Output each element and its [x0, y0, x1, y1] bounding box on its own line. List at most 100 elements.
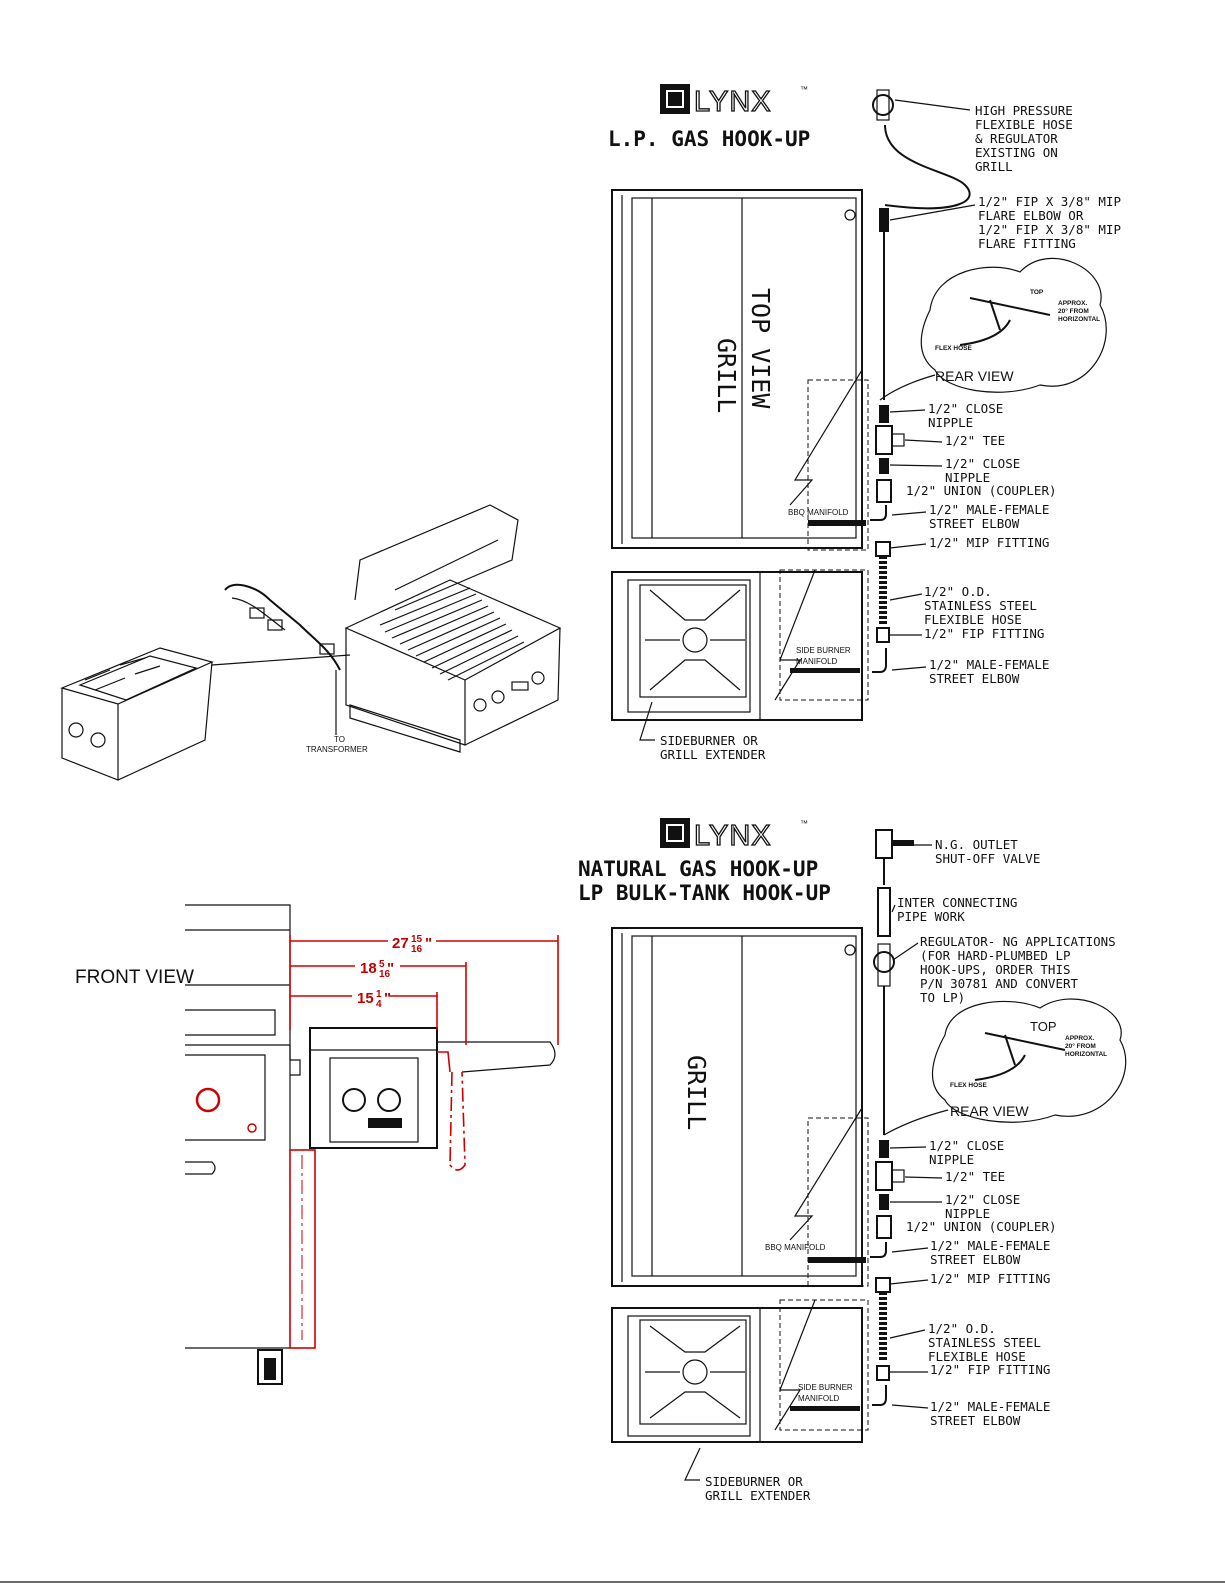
ng-callout-5-line-1: NIPPLE [945, 1206, 990, 1221]
svg-text:APPROX.: APPROX. [1058, 300, 1087, 307]
lp-leader-4 [889, 464, 943, 467]
lp-rear-view-inset: TOP APPROX. 20° FROM HORIZONTAL FLEX HOS… [879, 257, 1107, 401]
lp-sideburner-label-line1: SIDEBURNER OR [660, 733, 758, 748]
lp-callout-10-line-0: 1/2" MALE-FEMALE [929, 657, 1049, 672]
lp-pipe-train [870, 89, 971, 673]
ng-rear-view-inset: TOP APPROX. 20° FROM HORIZONTAL FLEX HOS… [883, 998, 1127, 1136]
ng-leader-11 [891, 1404, 929, 1409]
ng-leader-7 [891, 1247, 929, 1253]
lp-callout-6-line-1: STREET ELBOW [929, 516, 1020, 531]
lynx-logo-bottom: LYNX ™ [660, 818, 808, 853]
dim-0-numerator: 15 [411, 934, 423, 945]
lp-callout-8-line-0: 1/2" O.D. [924, 584, 992, 599]
ng-callout-7-line-1: STREET ELBOW [930, 1252, 1021, 1267]
svg-text:TOP: TOP [1030, 1019, 1057, 1034]
ng-grill-label: GRILL [682, 1055, 711, 1130]
svg-text:APPROX.: APPROX. [1065, 1035, 1094, 1042]
brand-logo-text-bottom: LYNX [694, 820, 772, 852]
lp-callout-10-line-1: STREET ELBOW [929, 671, 1020, 686]
dim-2-unit: " [384, 990, 391, 1007]
svg-text:GRILL EXTENDER: GRILL EXTENDER [705, 1488, 811, 1503]
svg-text:SIDEBURNER OR: SIDEBURNER OR [705, 1474, 803, 1489]
ng-title-line2: LP BULK-TANK HOOK-UP [578, 881, 831, 905]
trademark-mark: ™ [800, 85, 808, 94]
lp-callout-2-line-0: 1/2" CLOSE [928, 401, 1003, 416]
dim-0-unit: " [425, 935, 432, 952]
ng-callout-9-line-0: 1/2" O.D. [928, 1321, 996, 1336]
lp-bbq-manifold: BBQ MANIFOLD [788, 508, 849, 517]
lp-callout-7-line-0: 1/2" MIP FITTING [929, 535, 1049, 550]
ng-callout-6-line-0: 1/2" UNION (COUPLER) [906, 1219, 1057, 1234]
lp-callout-5-line-0: 1/2" UNION (COUPLER) [906, 483, 1057, 498]
svg-text:™: ™ [800, 819, 808, 828]
ng-bbq-manifold: BBQ MANIFOLD [765, 1243, 826, 1252]
lp-callout-6-line-0: 1/2" MALE-FEMALE [929, 502, 1049, 517]
ng-callout-3-line-1: NIPPLE [929, 1152, 974, 1167]
isometric-grill-view: TO TRANSFORMER [60, 504, 562, 781]
ng-leader-8 [889, 1279, 929, 1285]
lp-callout-4-line-1: NIPPLE [945, 470, 990, 485]
ng-callout-10-line-0: 1/2" FIP FITTING [930, 1362, 1050, 1377]
lp-leader-1 [889, 204, 976, 221]
ng-callout-11-line-0: 1/2" MALE-FEMALE [930, 1399, 1050, 1414]
ng-callout-1-line-1: PIPE WORK [897, 909, 965, 924]
lp-callout-3-line-0: 1/2" TEE [945, 433, 1005, 448]
ng-callout-11-line-1: STREET ELBOW [930, 1413, 1021, 1428]
dim-2-denominator: 4 [376, 999, 382, 1010]
ng-callout-9-line-1: STAINLESS STEEL [928, 1335, 1041, 1350]
grill-knob-icon [844, 209, 856, 221]
ng-leader-4 [904, 1176, 943, 1179]
ng-callout-2-line-0: REGULATOR- NG APPLICATIONS [920, 934, 1116, 949]
lp-callout-0-line-4: GRILL [975, 159, 1013, 174]
lp-title: L.P. GAS HOOK-UP [608, 127, 810, 151]
ng-title-line1: NATURAL GAS HOOK-UP [578, 857, 818, 881]
front-view-diagram: FRONT VIEW [75, 904, 559, 1385]
dim-2-whole: 15 [357, 990, 374, 1007]
svg-text:HORIZONTAL: HORIZONTAL [1058, 316, 1100, 323]
ng-rear-view-label: REAR VIEW [950, 1103, 1029, 1119]
ng-callout-8-line-0: 1/2" MIP FITTING [930, 1271, 1050, 1286]
ng-callout-9-line-2: FLEXIBLE HOSE [928, 1349, 1026, 1364]
lp-callout-2-line-1: NIPPLE [928, 415, 973, 430]
dim-0-denominator: 16 [411, 944, 423, 955]
lp-callout-0-line-0: HIGH PRESSURE [975, 103, 1073, 118]
svg-text:SIDE BURNER: SIDE BURNER [798, 1383, 853, 1392]
lp-callout-0-line-1: FLEXIBLE HOSE [975, 117, 1073, 132]
ng-leader-9 [889, 1329, 926, 1339]
lp-leader-7 [889, 543, 927, 549]
lp-leader-3 [904, 439, 943, 443]
ng-callout-2-line-3: P/N 30781 AND CONVERT [920, 976, 1079, 991]
svg-text:TO: TO [334, 735, 345, 744]
lp-callout-1-line-3: FLARE FITTING [978, 236, 1076, 251]
ng-leader-2 [892, 942, 919, 961]
lp-leader-0 [894, 99, 971, 111]
ng-callout-2-line-1: (FOR HARD-PLUMBED LP [920, 948, 1071, 963]
lp-callout-1-line-1: FLARE ELBOW OR [978, 208, 1084, 223]
lynx-logo-top: LYNX ™ [660, 84, 808, 119]
lp-leader-10 [891, 666, 927, 671]
ng-sideburner-top-view: SIDE BURNER MANIFOLD SIDEBURNER OR GRILL… [611, 1299, 869, 1503]
lp-side-burner-manifold-line1: SIDE BURNER [796, 646, 851, 655]
front-view-label: FRONT VIEW [75, 967, 194, 988]
ng-callout-0-line-1: SHUT-OFF VALVE [935, 851, 1040, 866]
ng-grill-top-view: GRILL BBQ MANIFOLD [611, 927, 869, 1287]
lp-grill-label: GRILL [712, 338, 741, 413]
lp-callout-9-line-0: 1/2" FIP FITTING [924, 626, 1044, 641]
lp-callout-1-line-2: 1/2" FIP X 3/8" MIP [978, 222, 1121, 237]
ng-callout-4-line-0: 1/2" TEE [945, 1169, 1005, 1184]
svg-text:TRANSFORMER: TRANSFORMER [306, 745, 368, 754]
ng-callout-2-line-4: TO LP) [920, 990, 965, 1005]
lp-callout-0-line-2: & REGULATOR [975, 131, 1058, 146]
ng-leader-3 [889, 1146, 927, 1149]
lp-callout-4-line-0: 1/2" CLOSE [945, 456, 1020, 471]
lp-callout-8-line-2: FLEXIBLE HOSE [924, 612, 1022, 627]
lp-top-view-label: TOP VIEW [746, 288, 775, 409]
dim-1-whole: 18 [360, 960, 377, 977]
svg-text:FLEX HOSE: FLEX HOSE [950, 1082, 988, 1089]
lp-leader-6 [891, 511, 927, 516]
svg-text:TOP: TOP [1030, 289, 1044, 296]
lp-grill-top-view: GRILL TOP VIEW BBQ MANIFOLD [611, 189, 869, 551]
